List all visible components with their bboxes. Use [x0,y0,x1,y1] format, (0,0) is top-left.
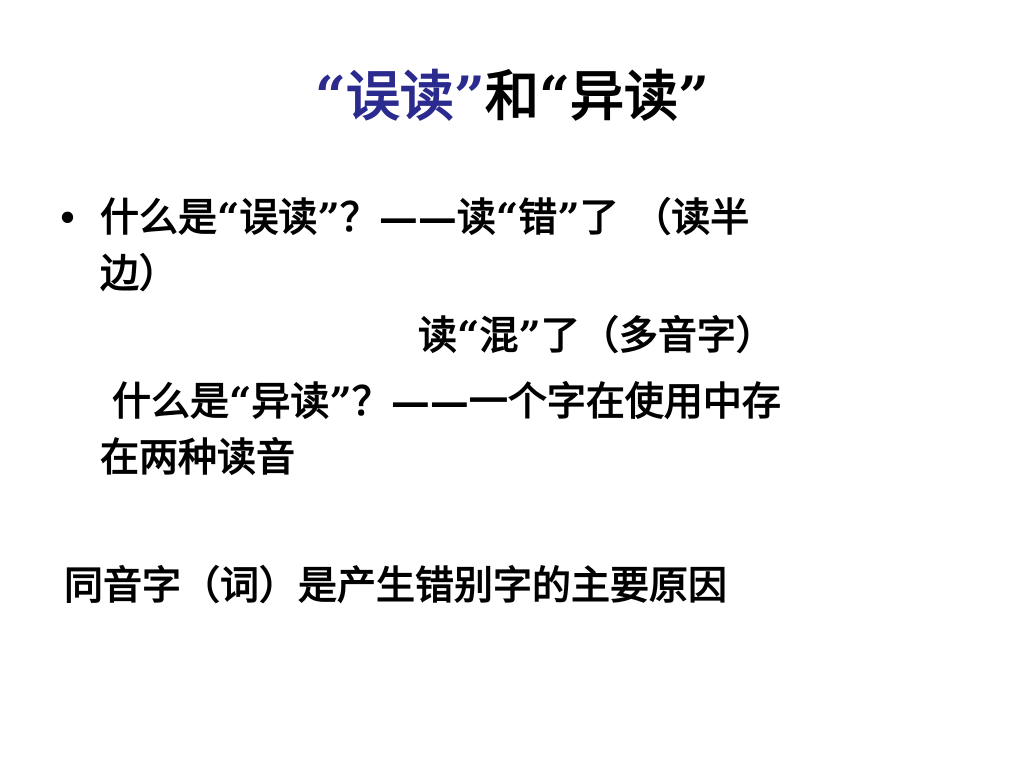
body-line-2: 边） [100,251,179,297]
title-rest-text: 和“异读” [485,64,710,128]
bullet-dot-icon: • [56,197,80,242]
body-line-5: 在两种读音 [100,435,296,481]
body-line-6: 同音字（词）是产生错别字的主要原因 [64,563,728,609]
slide-title: “误读”和“异读” [0,60,1024,132]
body-line-4: 什么是“异读”？——一个字在使用中存 [112,379,781,425]
body-line-1: 什么是“误读”？——读“错”了 （读半 [100,195,750,241]
title-accent-text: “误读” [314,64,485,128]
body-line-3: 读“混”了（多音字） [418,313,775,359]
